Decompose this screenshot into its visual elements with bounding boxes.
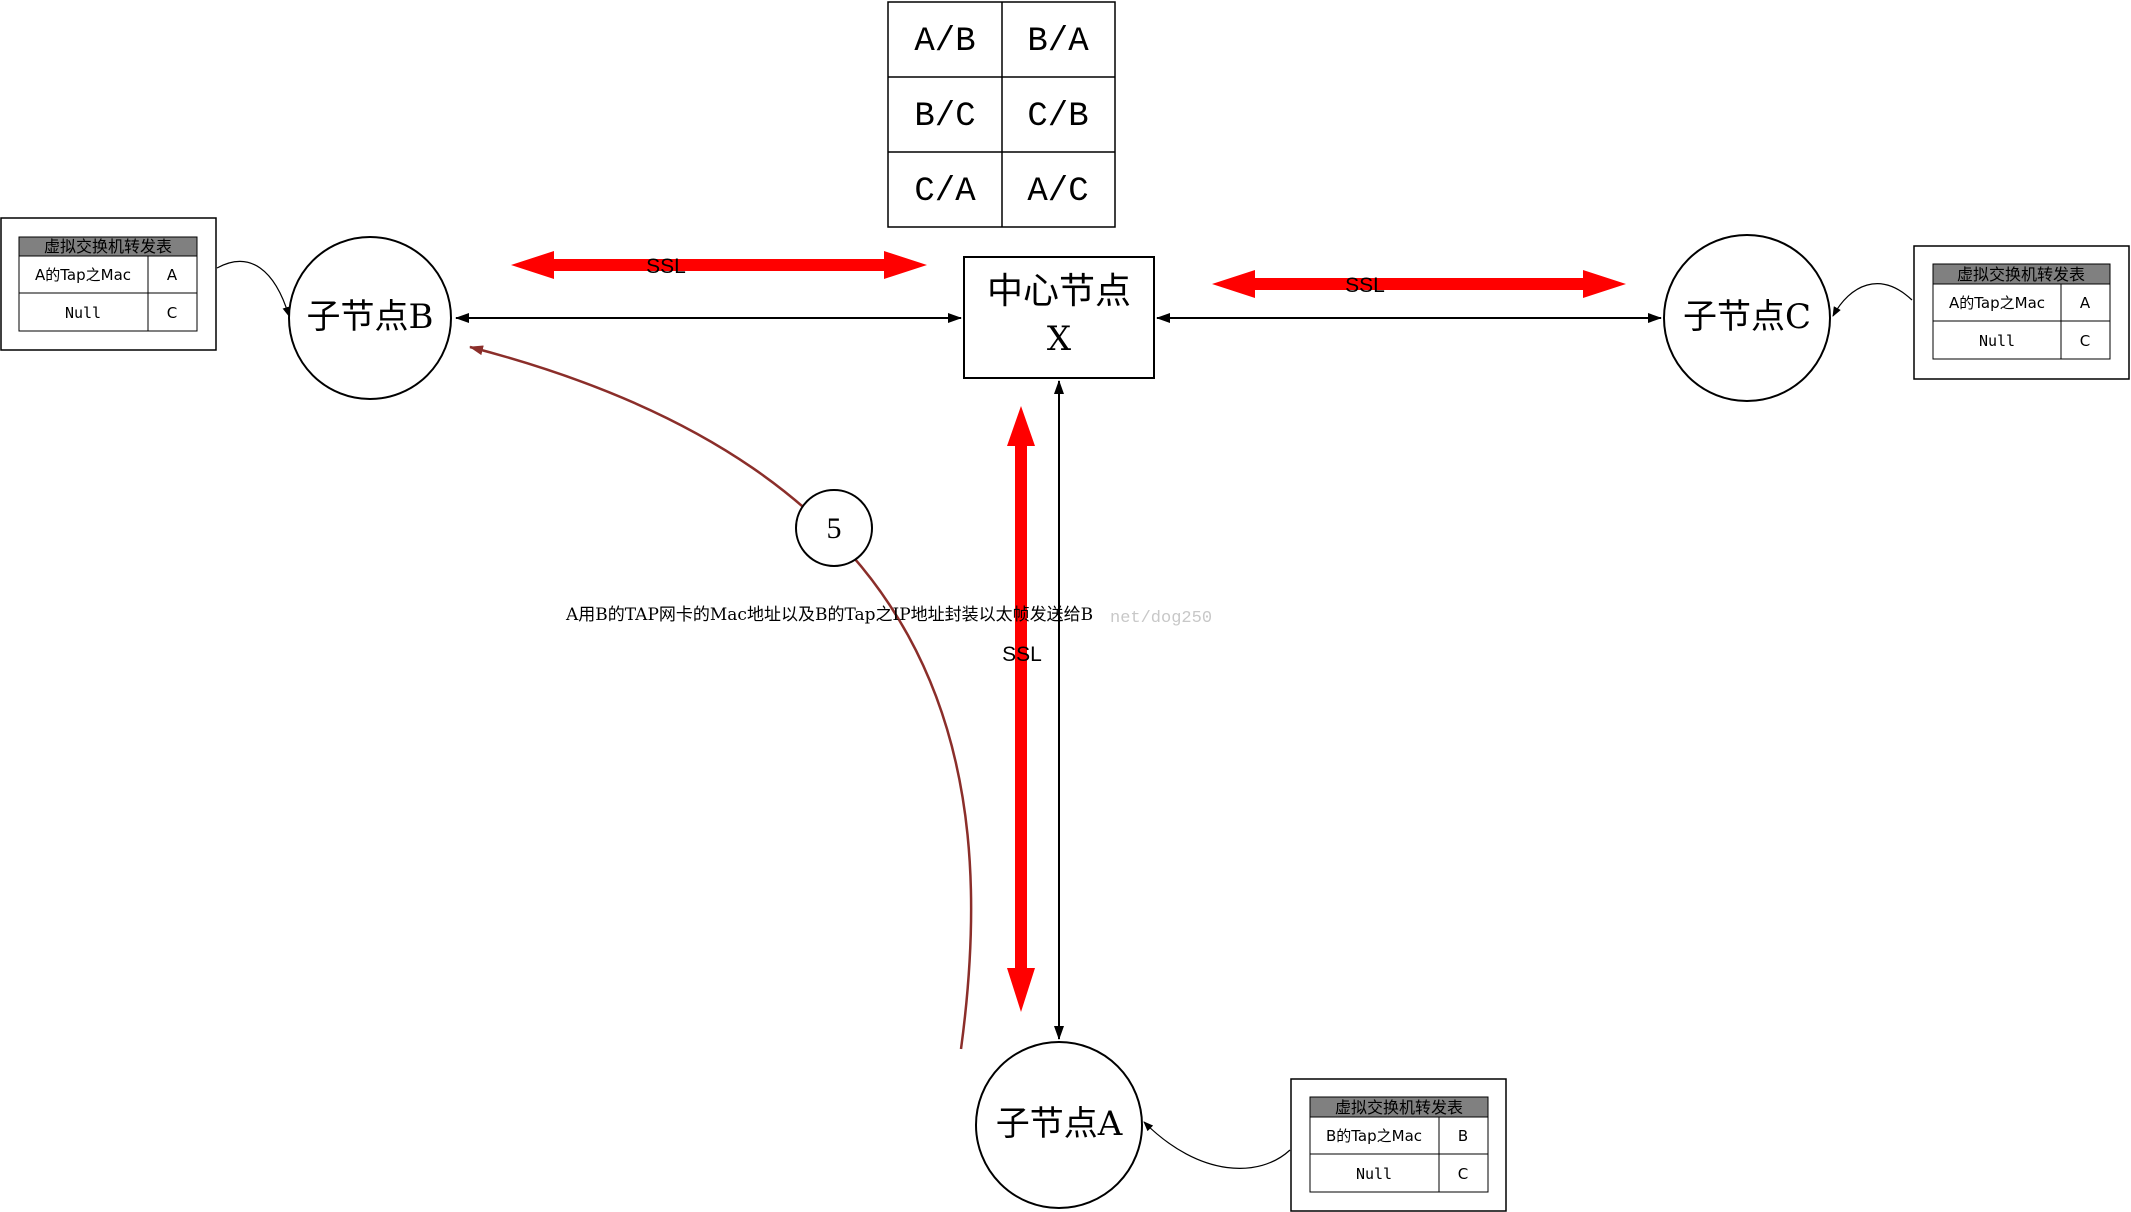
- step-description: A用B的TAP网卡的Mac地址以及B的Tap之IP地址封装以太帧发送给B: [565, 605, 1093, 625]
- switch-table-title: 虚拟交换机转发表: [1957, 265, 2085, 284]
- watermark: net/dog250: [1110, 609, 1212, 628]
- switch-table-cell: A: [2080, 294, 2091, 312]
- ssl-tunnel-b-x: [511, 251, 927, 279]
- routing-cell: A/B: [914, 23, 975, 61]
- switch-table-cell: B: [1458, 1127, 1468, 1145]
- routing-cell: A/C: [1027, 173, 1088, 211]
- child-node-b-label: 子节点B: [307, 297, 434, 337]
- ssl-label-vertical: SSL: [1002, 643, 1042, 666]
- switch-table-cell: B的Tap之Mac: [1326, 1127, 1422, 1145]
- switch-table-a-pointer: [1143, 1121, 1291, 1169]
- center-node: 中心节点 X: [963, 256, 1155, 379]
- switch-table-a: 虚拟交换机转发表 B的Tap之Mac B Null C: [1290, 1078, 1507, 1212]
- center-node-id: X: [1047, 319, 1072, 359]
- routing-table: A/B B/A B/C C/B C/A A/C: [887, 1, 1116, 228]
- routing-cell: B/A: [1027, 23, 1089, 61]
- switch-table-c-pointer: [1832, 283, 1913, 317]
- frame-path-arrow: [469, 345, 973, 1050]
- switch-table-cell: C: [167, 304, 177, 322]
- step-marker: 5: [795, 489, 873, 567]
- ssl-label-right: SSL: [1345, 274, 1385, 297]
- switch-table-cell: C: [1458, 1165, 1468, 1183]
- step-number: 5: [827, 512, 842, 545]
- routing-cell: B/C: [914, 98, 975, 136]
- ssl-label-left: SSL: [646, 255, 686, 278]
- switch-table-cell: Null: [1979, 332, 2015, 350]
- routing-cell: C/A: [914, 173, 976, 211]
- switch-table-cell: A的Tap之Mac: [35, 266, 131, 284]
- switch-table-cell: Null: [1356, 1165, 1392, 1183]
- child-node-a: 子节点A: [975, 1041, 1143, 1209]
- child-node-c-label: 子节点C: [1683, 297, 1811, 337]
- switch-table-cell: A: [167, 266, 178, 284]
- switch-table-cell: A的Tap之Mac: [1949, 294, 2045, 312]
- child-node-a-label: 子节点A: [996, 1104, 1123, 1144]
- center-node-label: 中心节点: [987, 271, 1131, 312]
- switch-table-b-pointer: [216, 260, 291, 317]
- switch-table-c: 虚拟交换机转发表 A的Tap之Mac A Null C: [1913, 245, 2130, 380]
- ssl-tunnel-x-c: [1212, 270, 1626, 298]
- ssl-tunnel-x-a: [1007, 406, 1035, 1012]
- switch-table-title: 虚拟交换机转发表: [44, 237, 172, 256]
- child-node-c: 子节点C: [1663, 234, 1831, 402]
- switch-table-b: 虚拟交换机转发表 A的Tap之Mac A Null C: [0, 217, 217, 351]
- switch-table-title: 虚拟交换机转发表: [1335, 1098, 1463, 1117]
- routing-cell: C/B: [1027, 98, 1088, 136]
- switch-table-cell: Null: [65, 304, 101, 322]
- child-node-b: 子节点B: [288, 236, 452, 400]
- switch-table-cell: C: [2080, 332, 2090, 350]
